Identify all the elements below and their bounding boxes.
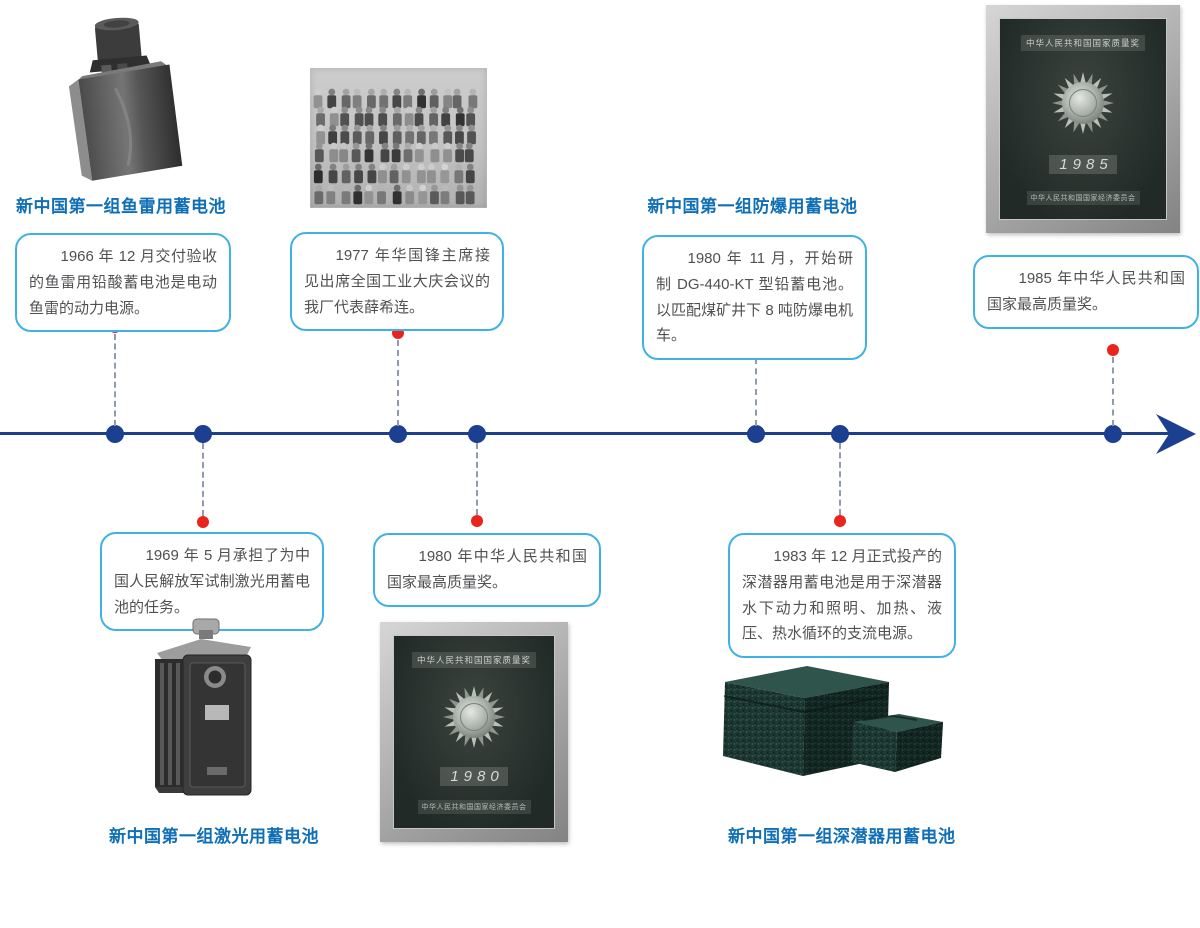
event-callout: 1977 年华国锋主席接见出席全国工业大庆会议的我厂代表薛希连。: [290, 232, 504, 332]
event-marker-dot: [834, 515, 846, 527]
plaque-heading: 中华人民共和国国家质量奖: [411, 652, 536, 668]
timeline-node-dot: [106, 425, 124, 443]
timeline-node-dot: [831, 425, 849, 443]
event-callout: 1980 年中华人民共和国国家最高质量奖。: [373, 533, 601, 607]
event-callout: 1969 年 5 月承担了为中国人民解放军试制激光用蓄电池的任务。: [100, 532, 324, 632]
plaque-year: 1980: [440, 766, 508, 786]
event-text: 1980 年 11 月，开始研制 DG-440-KT 型铅蓄电池。以匹配煤矿井下…: [656, 250, 853, 345]
event-text: 1980 年中华人民共和国国家最高质量奖。: [387, 548, 587, 591]
event-title: 新中国第一组深潜器用蓄电池: [728, 827, 956, 846]
timeline-node-dot: [1104, 425, 1122, 443]
connector-dashed-line: [755, 358, 757, 426]
connector-dashed-line: [202, 443, 204, 516]
group-photo: [309, 67, 488, 209]
event-callout: 1966 年 12 月交付验收的鱼雷用铅酸蓄电池是电动鱼雷的动力电源。: [15, 233, 231, 333]
timeline-axis-line: [0, 432, 1170, 435]
plaque-face: 中华人民共和国国家质量奖 1980 中华人民共和国国家经济委员会: [393, 635, 555, 829]
award-plaque-1980-photo: 中华人民共和国国家质量奖 1980 中华人民共和国国家经济委员会: [380, 622, 568, 842]
timeline-node-dot: [194, 425, 212, 443]
connector-dashed-line: [1112, 357, 1114, 426]
award-plaque-1985-photo: 中华人民共和国国家质量奖 1985 中华人民共和国国家经济委员会: [986, 5, 1180, 233]
plaque-heading: 中华人民共和国国家质量奖: [1020, 35, 1145, 51]
event-marker-dot: [471, 515, 483, 527]
submersible-batteries-photo: [703, 658, 951, 788]
event-callout: 1980 年 11 月，开始研制 DG-440-KT 型铅蓄电池。以匹配煤矿井下…: [642, 235, 867, 361]
event-marker-dot: [1107, 344, 1119, 356]
event-callout: 1985 年中华人民共和国国家最高质量奖。: [973, 255, 1199, 329]
connector-dashed-line: [839, 443, 841, 515]
plaque-issuer: 中华人民共和国国家经济委员会: [417, 799, 531, 814]
connector-dashed-line: [476, 443, 478, 515]
timeline-node-dot: [468, 425, 486, 443]
event-marker-dot: [197, 516, 209, 528]
event-text: 1985 年中华人民共和国国家最高质量奖。: [987, 270, 1185, 313]
event-text: 1977 年华国锋主席接见出席全国工业大庆会议的我厂代表薛希连。: [304, 247, 490, 316]
connector-dashed-line: [114, 334, 116, 426]
timeline-arrow-icon: [1156, 414, 1196, 454]
laser-battery-photo: [147, 617, 259, 807]
plaque-issuer: 中华人民共和国国家经济委员会: [1026, 191, 1140, 205]
event-text: 1983 年 12 月正式投产的深潜器用蓄电池是用于深潜器水下动力和照明、加热、…: [742, 548, 942, 643]
event-callout: 1983 年 12 月正式投产的深潜器用蓄电池是用于深潜器水下动力和照明、加热、…: [728, 533, 956, 659]
medal-icon: [443, 686, 505, 749]
timeline-node-dot: [747, 425, 765, 443]
connector-dashed-line: [397, 340, 399, 426]
event-text: 1966 年 12 月交付验收的鱼雷用铅酸蓄电池是电动鱼雷的动力电源。: [29, 248, 217, 317]
event-title: 新中国第一组防爆用蓄电池: [647, 197, 858, 216]
medal-icon: [1052, 72, 1114, 134]
plaque-face: 中华人民共和国国家质量奖 1985 中华人民共和国国家经济委员会: [999, 18, 1167, 220]
torpedo-battery-photo: [55, 8, 185, 188]
event-text: 1969 年 5 月承担了为中国人民解放军试制激光用蓄电池的任务。: [114, 547, 310, 616]
event-title: 新中国第一组鱼雷用蓄电池: [16, 197, 226, 216]
event-title: 新中国第一组激光用蓄电池: [109, 827, 319, 846]
plaque-year: 1985: [1049, 155, 1117, 174]
timeline-node-dot: [389, 425, 407, 443]
